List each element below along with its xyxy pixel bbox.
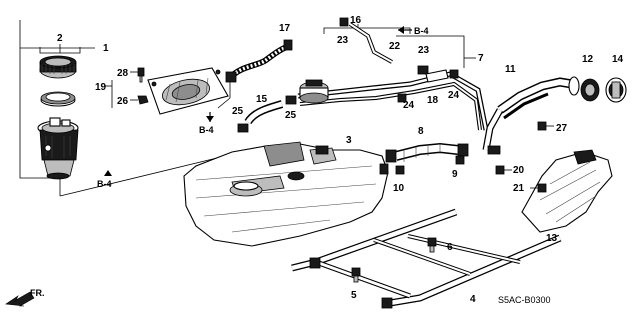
front-arrow: FR. xyxy=(5,288,45,307)
callout-10: 10 xyxy=(393,183,405,194)
clamp-10 xyxy=(395,165,405,175)
callout-3: 3 xyxy=(346,135,352,146)
fuel-cap-14 xyxy=(605,77,627,103)
callout-14: 14 xyxy=(612,54,624,65)
access-cover xyxy=(147,67,229,115)
ref-b4-top: B-4 xyxy=(398,26,429,36)
group-1-bracket xyxy=(19,20,50,179)
diagram-code: S5AC-B0300 xyxy=(498,295,551,305)
clamp-9 xyxy=(455,155,465,165)
callout-22: 22 xyxy=(389,41,401,52)
clip-26 xyxy=(130,95,149,105)
callout-28: 28 xyxy=(117,68,129,79)
ref-b4-top-label: B-4 xyxy=(414,26,429,36)
callout-18: 18 xyxy=(427,95,439,106)
ref-b4-bottom-label: B-4 xyxy=(97,179,112,189)
lock-ring xyxy=(39,55,77,79)
callout-25b: 25 xyxy=(285,110,297,121)
clamp-24-left xyxy=(397,93,407,103)
callout-2: 2 xyxy=(57,33,63,44)
hose-18 xyxy=(425,69,449,83)
callout-4: 4 xyxy=(470,294,476,305)
hose-15 xyxy=(244,100,284,125)
gasket xyxy=(40,91,76,107)
front-arrow-label: FR. xyxy=(30,288,45,298)
ref-b4-bottom: B-4 xyxy=(97,170,112,189)
clamp-24-right xyxy=(449,69,459,79)
filler-cap-12 xyxy=(580,78,600,102)
callout-13: 13 xyxy=(546,233,558,244)
ref-b4-mid-label: B-4 xyxy=(199,125,214,135)
callout-6: 6 xyxy=(447,242,453,253)
callout-15: 15 xyxy=(256,94,268,105)
callout-23a: 23 xyxy=(337,35,349,46)
evap-pipe-assembly xyxy=(297,71,489,131)
callout-7: 7 xyxy=(478,53,484,64)
vent-hose-17 xyxy=(217,39,293,109)
callout-24b: 24 xyxy=(448,90,460,101)
clamp-25-left xyxy=(237,123,249,133)
callout-19: 19 xyxy=(95,82,107,93)
tank-strap-4 xyxy=(291,208,562,309)
bolt-5 xyxy=(351,267,361,283)
callout-20: 20 xyxy=(513,165,525,176)
callout-24a: 24 xyxy=(403,100,415,111)
callout-8: 8 xyxy=(418,126,424,137)
vent-pipe-22 xyxy=(323,17,411,64)
callout-25a: 25 xyxy=(232,106,244,117)
callout-9: 9 xyxy=(452,169,458,180)
callout-26: 26 xyxy=(117,96,129,107)
heat-shield-13 xyxy=(521,149,613,233)
callout-12: 12 xyxy=(582,54,594,65)
bolt-6 xyxy=(427,237,437,253)
callout-1: 1 xyxy=(103,43,109,54)
bolt-28 xyxy=(130,67,145,83)
ref-b4-mid: B-4 xyxy=(199,112,214,135)
callout-27: 27 xyxy=(556,123,568,134)
filler-neck-11 xyxy=(482,76,580,155)
callout-numbers: 1 2 3 4 5 6 7 8 9 10 11 12 13 14 15 16 1… xyxy=(57,15,624,305)
bolt-21 xyxy=(530,183,547,193)
fuel-pump-group xyxy=(19,20,95,180)
fuel-pump-module xyxy=(37,117,79,180)
group-7-bracket xyxy=(396,35,465,68)
callout-11: 11 xyxy=(505,64,516,75)
fuel-tank xyxy=(183,141,389,247)
bolt-27 xyxy=(537,121,554,131)
clamp-23b xyxy=(417,65,429,75)
bolt-20 xyxy=(495,165,512,175)
callout-16: 16 xyxy=(350,15,362,26)
callout-23b: 23 xyxy=(418,45,430,56)
front-arrow-icon xyxy=(5,291,35,307)
hose-8 xyxy=(385,142,469,163)
callout-5: 5 xyxy=(351,290,357,301)
callout-17: 17 xyxy=(279,23,291,34)
clamp-25-right xyxy=(285,95,297,105)
callout-21: 21 xyxy=(513,183,525,194)
